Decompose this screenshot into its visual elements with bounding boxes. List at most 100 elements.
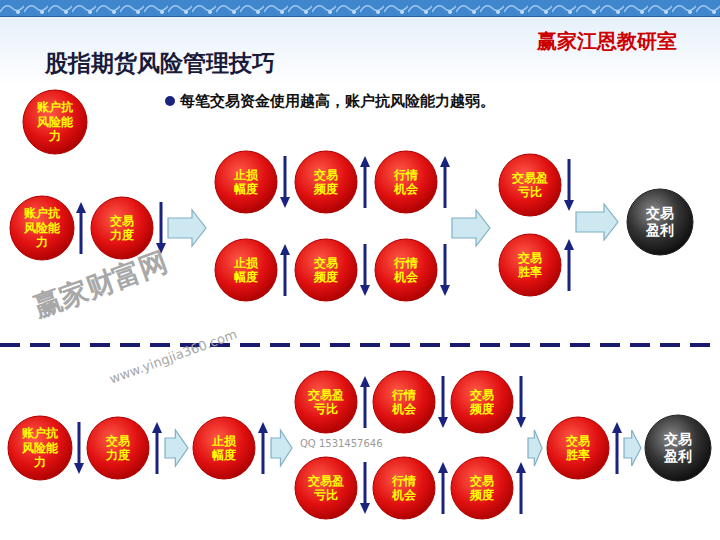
factor-circle: 交易频度 — [450, 370, 514, 434]
circle-fill — [547, 417, 609, 479]
trend-arrow — [564, 159, 574, 211]
trend-arrow — [612, 422, 622, 474]
factor-circle: 行情机会 — [374, 150, 438, 214]
trend-arrow — [564, 239, 574, 291]
circle-fill — [295, 371, 357, 433]
trend-arrow — [516, 376, 526, 428]
result-circle: 交易盈利 — [626, 188, 694, 256]
factor-circle: 交易频度 — [450, 456, 514, 520]
factor-circle: 交易盈亏比 — [294, 456, 358, 520]
factor-circle: 交易频度 — [294, 238, 358, 302]
circle-label: 交易频度 — [313, 256, 339, 285]
header-band — [0, 0, 720, 16]
circle-fill — [499, 154, 561, 216]
bullet-dot — [165, 96, 175, 106]
circle-label: 交易盈亏比 — [307, 388, 345, 417]
circle-label: 交易频度 — [469, 388, 495, 417]
factor-circle: 交易胜率 — [498, 233, 562, 297]
block-arrow — [165, 430, 188, 466]
circle-label: 交易盈亏比 — [307, 474, 345, 503]
circle-fill — [10, 196, 74, 260]
circle-label: 交易频度 — [469, 474, 495, 503]
circle-fill — [295, 457, 357, 519]
block-arrow — [528, 430, 542, 466]
circle-label: 交易力度 — [105, 434, 131, 463]
brand-label: 赢家江恩教研室 — [537, 28, 677, 55]
factor-circle: 交易力度 — [86, 416, 150, 480]
factor-circle: 行情机会 — [372, 456, 436, 520]
watermark-qq: QQ 1531457646 — [300, 438, 383, 449]
circle-label: 交易力度 — [109, 214, 135, 243]
circle-label: 账户抗风险能力 — [36, 100, 74, 143]
trend-arrow — [360, 376, 370, 428]
trend-arrow — [280, 244, 290, 296]
circle-fill — [645, 415, 711, 481]
title-ground — [0, 16, 720, 86]
circle-label: 行情机会 — [391, 474, 417, 503]
trend-arrow — [440, 244, 450, 296]
trend-arrow — [360, 244, 370, 296]
circle-fill — [215, 239, 277, 301]
circle-fill — [627, 189, 693, 255]
circle-label: 交易频度 — [313, 168, 339, 197]
block-arrow — [452, 210, 490, 246]
trend-arrow — [76, 202, 86, 254]
circle-fill — [451, 371, 513, 433]
factor-circle: 止损幅度 — [214, 150, 278, 214]
watermark-url: www.yingjia360.com — [107, 326, 239, 386]
circle-fill — [87, 417, 149, 479]
circle-fill — [373, 457, 435, 519]
dashed-separator — [0, 343, 720, 347]
trend-arrow — [360, 156, 370, 208]
circle-label: 止损幅度 — [233, 168, 259, 197]
bullet-note: 每笔交易资金使用越高，账户抗风险能力越弱。 — [180, 92, 495, 111]
circle-label: 交易盈利 — [645, 205, 675, 239]
trend-arrow — [440, 156, 450, 208]
circle-fill — [375, 239, 437, 301]
header-rule — [0, 16, 720, 17]
factor-circle: 账户抗风险能力 — [22, 89, 88, 155]
slide-title: 股指期货风险管理技巧 — [45, 48, 275, 79]
circle-fill — [295, 239, 357, 301]
circle-label: 账户抗风险能力 — [23, 206, 61, 249]
circle-label: 交易胜率 — [565, 434, 591, 463]
circle-fill — [193, 417, 255, 479]
circle-fill — [373, 371, 435, 433]
factor-circle: 止损幅度 — [214, 238, 278, 302]
circle-label: 行情机会 — [393, 168, 419, 197]
trend-arrow — [258, 422, 268, 474]
factor-circle: 行情机会 — [372, 370, 436, 434]
trend-arrow — [152, 422, 162, 474]
factor-circle: 止损幅度 — [192, 416, 256, 480]
circle-fill — [451, 457, 513, 519]
circle-label: 交易盈利 — [663, 431, 693, 465]
trend-arrow — [360, 462, 370, 514]
block-arrow — [576, 204, 618, 240]
trend-arrow — [516, 462, 526, 514]
block-arrow — [624, 430, 641, 466]
result-circle: 交易盈利 — [644, 414, 712, 482]
factor-circle: 账户抗风险能力 — [9, 195, 75, 261]
factor-circle: 交易盈亏比 — [498, 153, 562, 217]
factor-circle: 交易频度 — [294, 150, 358, 214]
circle-label: 交易盈亏比 — [511, 171, 549, 200]
circle-label: 账户抗风险能力 — [21, 426, 59, 469]
circle-fill — [8, 416, 72, 480]
factor-circle: 行情机会 — [374, 238, 438, 302]
circle-label: 止损幅度 — [211, 434, 237, 463]
circle-label: 行情机会 — [393, 256, 419, 285]
circle-label: 行情机会 — [391, 388, 417, 417]
factor-circle: 账户抗风险能力 — [7, 415, 73, 481]
circle-fill — [375, 151, 437, 213]
trend-arrow — [74, 422, 84, 474]
block-arrow — [168, 210, 206, 246]
circle-fill — [23, 90, 87, 154]
circle-fill — [499, 234, 561, 296]
trend-arrow — [280, 156, 290, 208]
circle-fill — [215, 151, 277, 213]
circle-label: 交易胜率 — [517, 251, 543, 280]
circle-label: 止损幅度 — [233, 256, 259, 285]
factor-circle: 交易胜率 — [546, 416, 610, 480]
trend-arrow — [438, 376, 448, 428]
